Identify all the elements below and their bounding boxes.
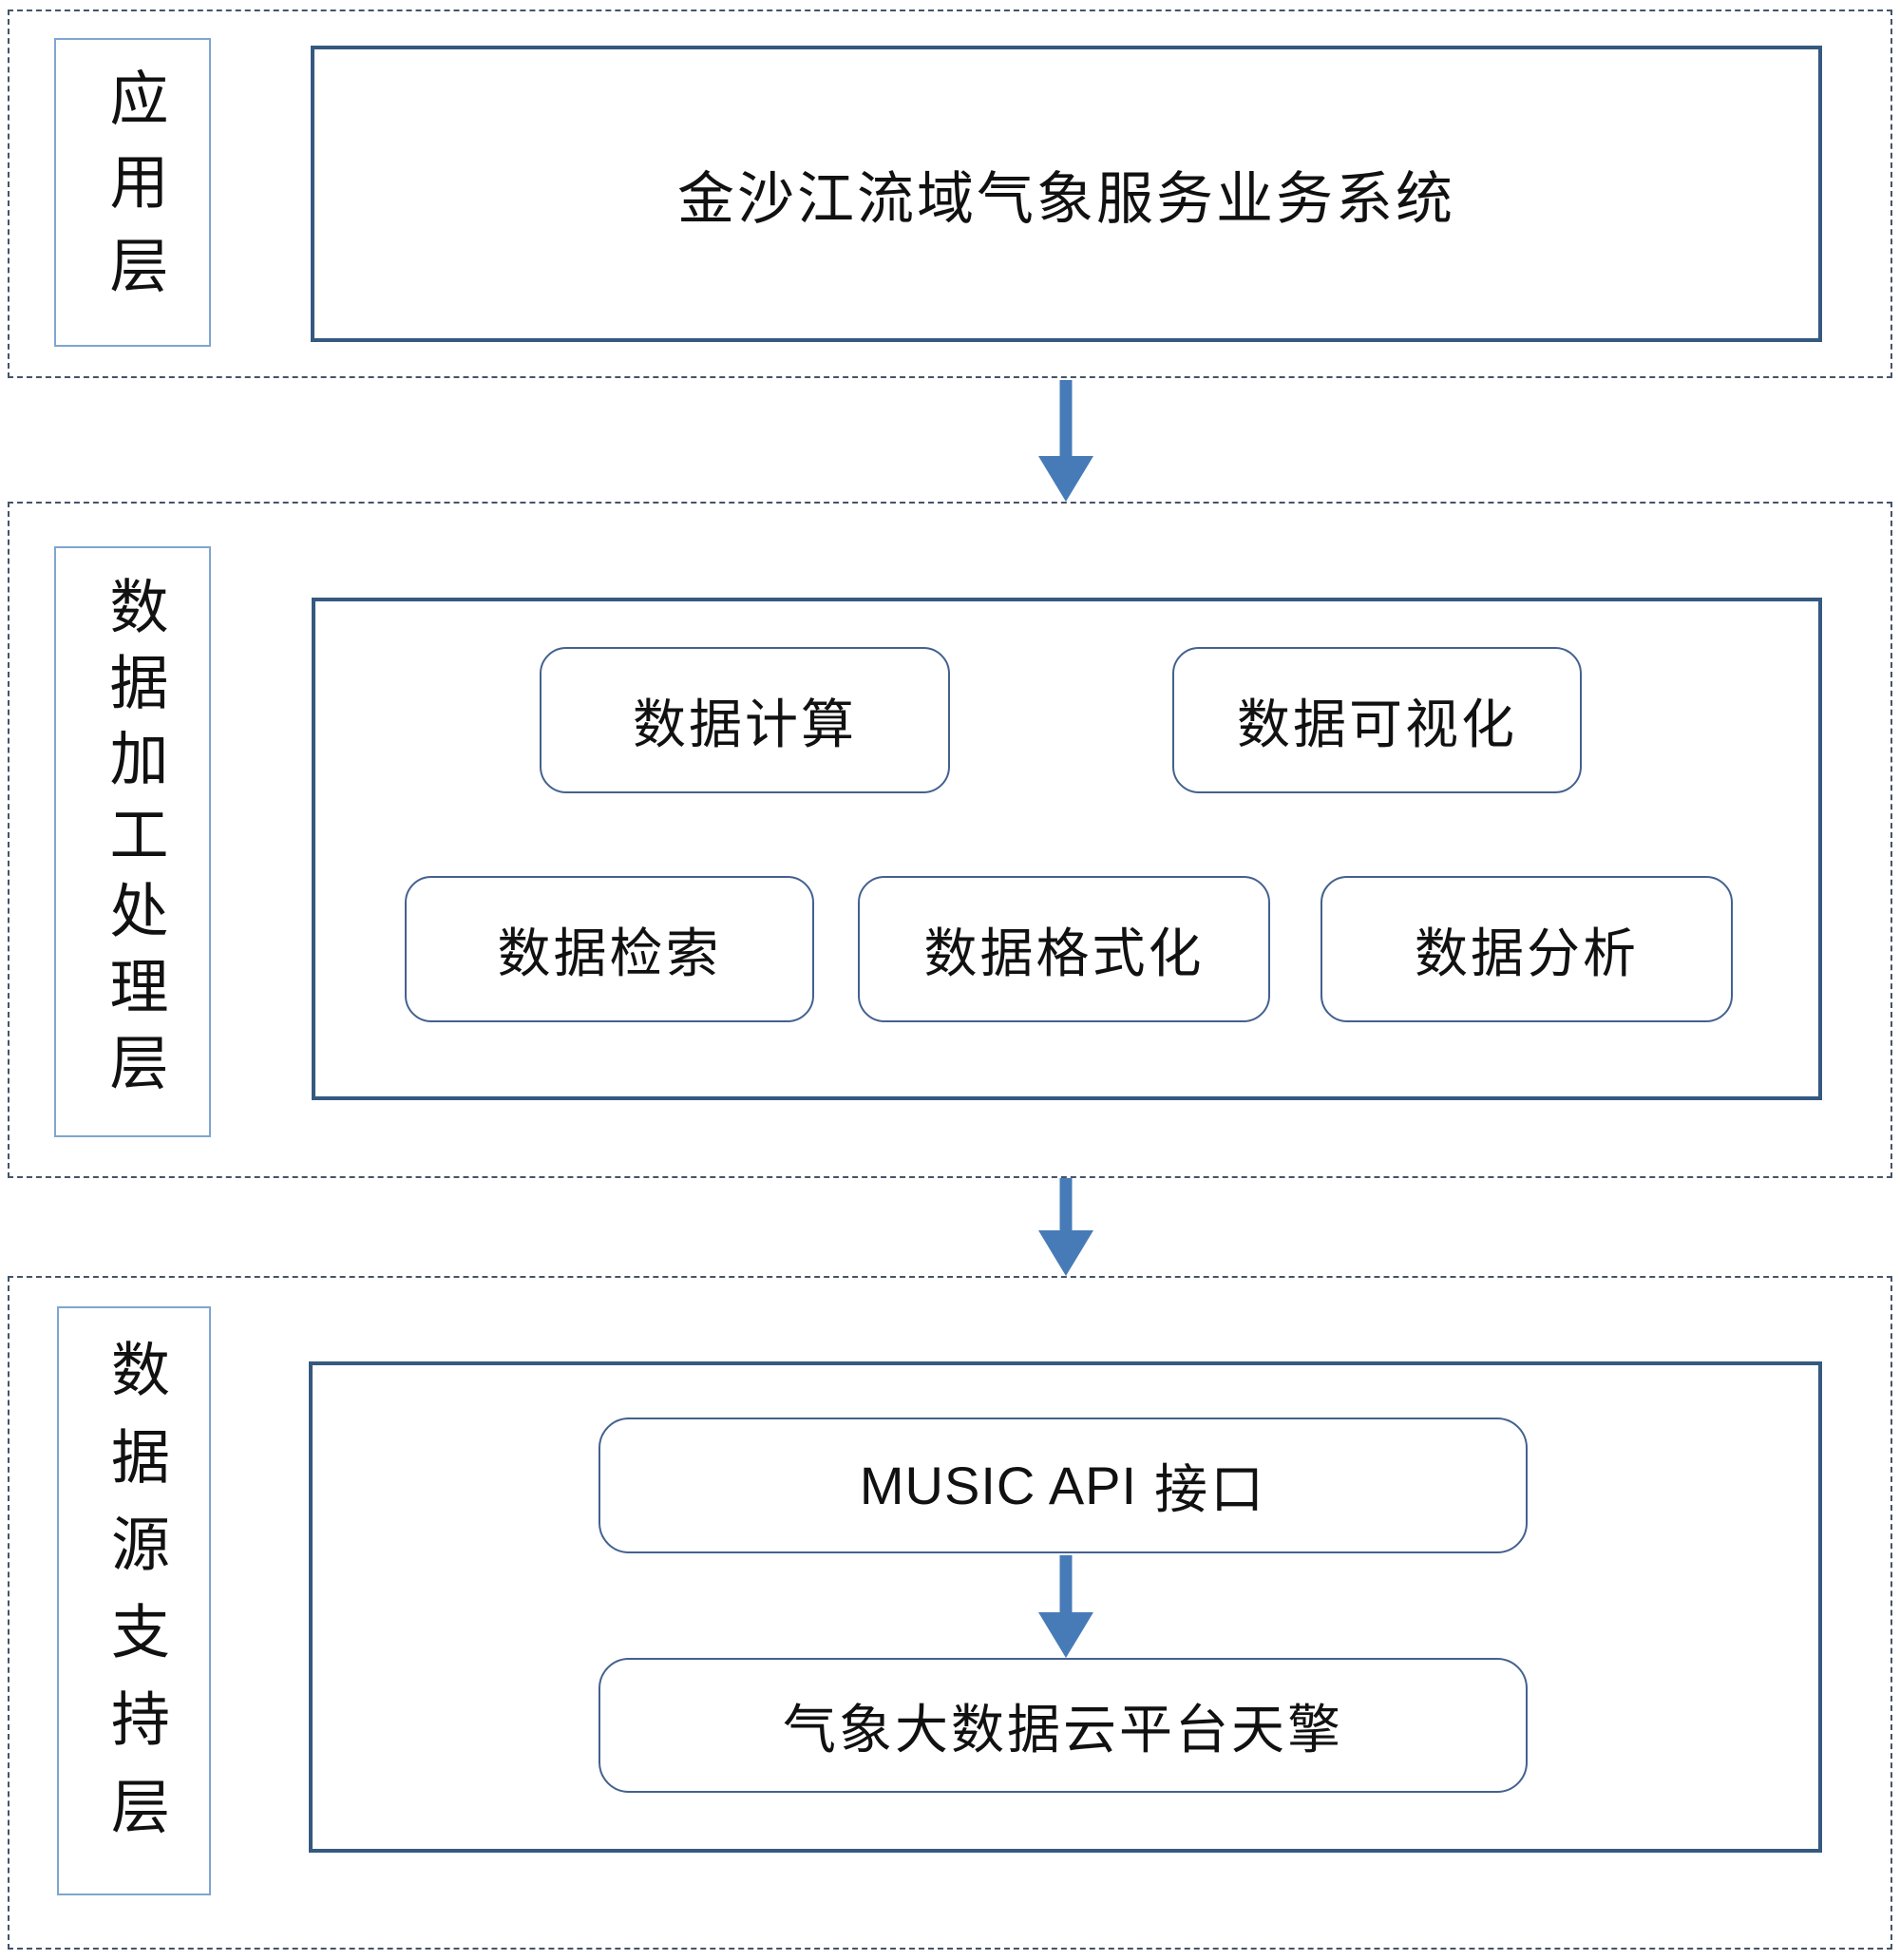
arrow-stem (1059, 380, 1073, 458)
data-retrieval-box: 数据检索 (405, 876, 814, 1022)
arrow-head (1038, 456, 1093, 502)
data-computation-box: 数据计算 (540, 647, 950, 793)
data-retrieval-label: 数据检索 (497, 924, 722, 984)
cloud-platform-label: 气象大数据云平台天擎 (783, 1701, 1343, 1760)
data-visualization-label: 数据可视化 (1237, 695, 1517, 755)
layer-processing-container (8, 502, 1892, 1178)
arrow-down-icon-3 (1038, 1555, 1093, 1658)
data-analysis-box: 数据分析 (1320, 876, 1733, 1022)
app-system-box-label: 金沙江流域气象服务业务系统 (677, 167, 1455, 231)
data-analysis-label: 数据分析 (1415, 924, 1639, 984)
layer-datasource-label-box: 数据源支持层 (57, 1306, 211, 1895)
arrow-down-icon-1 (1038, 380, 1093, 502)
data-formatting-box: 数据格式化 (858, 876, 1270, 1022)
music-api-label-latin: MUSIC API (859, 1456, 1138, 1515)
arrow-stem (1059, 1178, 1073, 1233)
arrow-stem (1059, 1555, 1073, 1614)
arrow-down-icon-2 (1038, 1178, 1093, 1276)
data-computation-label: 数据计算 (633, 695, 857, 755)
layer-datasource-label: 数据源支持层 (102, 1339, 166, 1863)
data-visualization-box: 数据可视化 (1172, 647, 1582, 793)
layer-processing-label-box: 数据加工处理层 (54, 546, 211, 1137)
arrow-head (1038, 1612, 1093, 1658)
layer-application-container (8, 10, 1892, 378)
music-api-label-cjk: 接口 (1154, 1461, 1267, 1520)
arrow-head (1038, 1230, 1093, 1276)
cloud-platform-box: 气象大数据云平台天擎 (598, 1658, 1528, 1793)
layer-application-label: 应用层 (100, 67, 165, 318)
data-formatting-label: 数据格式化 (923, 924, 1205, 984)
music-api-box: MUSIC API 接口 (598, 1418, 1528, 1553)
app-system-box: 金沙江流域气象服务业务系统 (311, 46, 1822, 342)
processing-group-box (312, 598, 1822, 1100)
layer-datasource-container (8, 1276, 1892, 1950)
layer-application-label-box: 应用层 (54, 38, 211, 347)
layer-processing-label: 数据加工处理层 (100, 576, 165, 1108)
